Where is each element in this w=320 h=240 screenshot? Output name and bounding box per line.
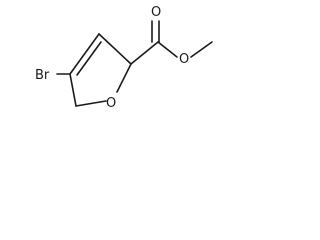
bond-c2-o1: [116, 63, 132, 93]
bond-carbonyl-ester-o: [157, 41, 178, 58]
atom-label-ring-oxygen: O: [106, 96, 116, 111]
bond-c3-c2: [98, 33, 132, 65]
molecule-structure: Br O O O: [35, 5, 213, 111]
bond-c3-c4-inner: [76, 41, 102, 76]
bond-o1-c5: [75, 100, 107, 107]
bond-c2-carbonyl: [130, 41, 159, 65]
bond-c3-c4-double: [69, 33, 100, 75]
atom-label-carbonyl-oxygen: O: [151, 5, 161, 20]
bond-c5-c4: [69, 73, 77, 107]
bond-ester-o-methyl: [190, 41, 213, 58]
atom-label-bromine: Br: [35, 68, 50, 83]
atom-label-ester-oxygen: O: [179, 52, 189, 67]
